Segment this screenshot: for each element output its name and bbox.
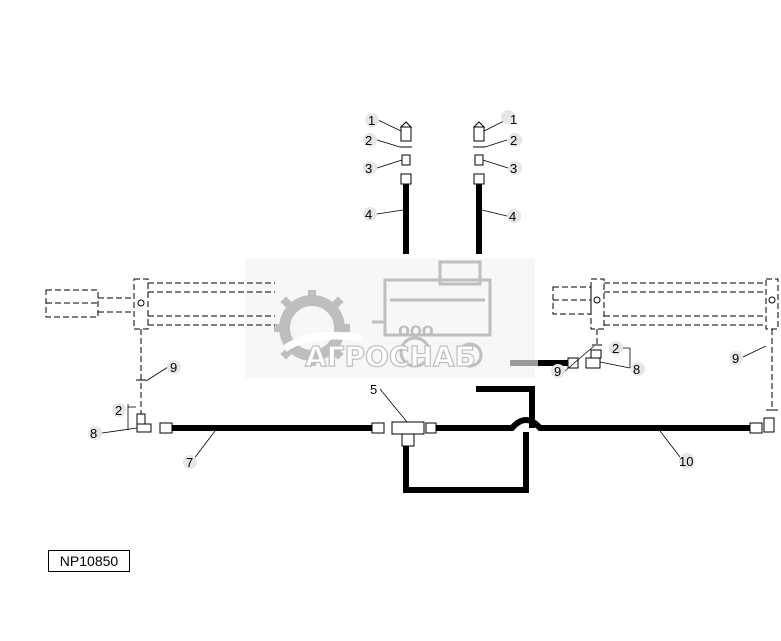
upper-right-fitting-stack <box>472 121 486 185</box>
hose-10-end <box>749 409 778 434</box>
hose-short-right <box>510 357 579 369</box>
reference-number: NP10850 <box>59 553 119 569</box>
callout-7: 7 <box>186 455 193 470</box>
watermark-logo: ООО АГРОСНАБ <box>245 258 535 378</box>
callout-2-right: 2 <box>510 133 517 148</box>
callout-4-right: 4 <box>509 209 516 224</box>
hose-4-right <box>476 184 482 254</box>
left-elbow-fitting <box>136 379 152 433</box>
callout-2-lower-right: 2 <box>612 341 619 356</box>
watermark-prefix: ООО <box>398 324 434 340</box>
callout-2-lower-left: 2 <box>115 403 122 418</box>
callout-3-right: 3 <box>510 161 517 176</box>
left-cylinder <box>45 278 275 420</box>
callout-circles <box>88 110 743 469</box>
callout-8-right: 8 <box>633 362 640 377</box>
upper-left-fitting-stack <box>399 121 413 185</box>
callout-8-left: 8 <box>90 426 97 441</box>
harvester-icon <box>372 260 492 368</box>
reference-number-box: NP10850 <box>48 550 130 572</box>
leader-lines <box>101 119 767 461</box>
callout-1-left: 1 <box>368 113 375 128</box>
hose-4-left <box>403 184 409 254</box>
watermark-company: АГРОСНАБ <box>305 340 476 373</box>
tee-fitting <box>391 421 437 447</box>
callout-1-right: 1 <box>510 112 517 127</box>
callout-2-left: 2 <box>365 133 372 148</box>
callout-4-left: 4 <box>365 207 372 222</box>
hose-loop <box>403 386 750 493</box>
gear-icon <box>274 290 362 366</box>
right-elbow-fitting <box>585 344 602 369</box>
callout-3-left: 3 <box>365 161 372 176</box>
callout-9-right: 9 <box>732 351 739 366</box>
callout-9-left: 9 <box>170 360 177 375</box>
right-cylinder <box>552 278 779 410</box>
hose-7 <box>159 422 385 434</box>
callout-10: 10 <box>679 454 693 469</box>
callout-9-middle: 9 <box>554 364 561 379</box>
callout-5: 5 <box>370 382 377 397</box>
callout-labels: 1 2 3 4 1 2 3 4 5 7 8 8 2 2 9 9 9 10 <box>90 112 739 470</box>
